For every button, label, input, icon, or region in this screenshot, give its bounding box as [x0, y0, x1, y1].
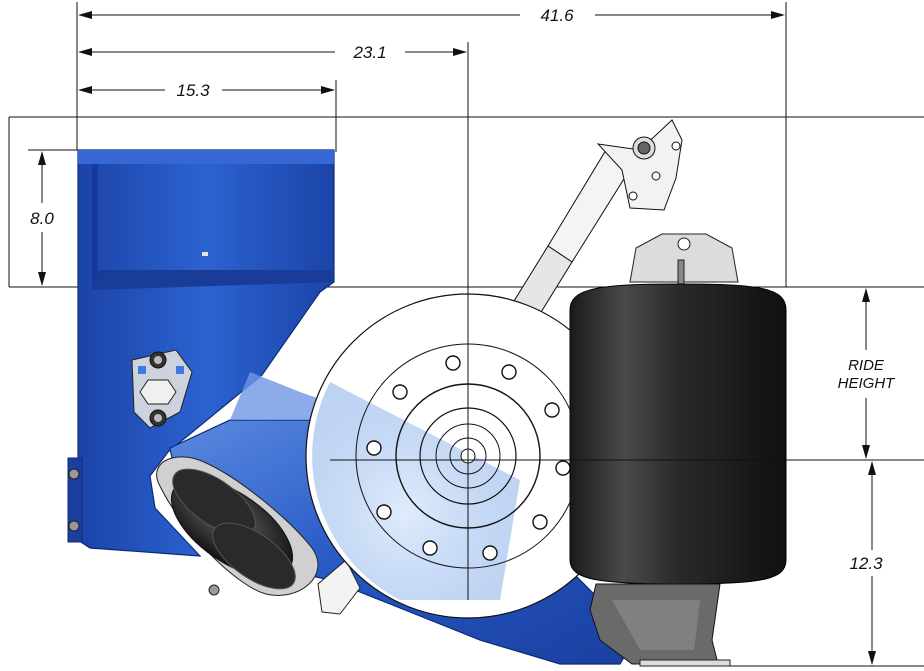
label-ride-height-2: HEIGHT: [838, 375, 897, 392]
axle-centerline: [330, 290, 924, 600]
air-spring: [569, 233, 787, 667]
label-axle-position: 23.1: [352, 43, 386, 62]
pivot-bushing: [156, 456, 361, 615]
dimension-axle-to-ground: [868, 461, 876, 665]
label-ride-height-1: RIDE: [848, 357, 885, 374]
dimension-ride-height: [862, 288, 870, 459]
label-hanger-width: 15.3: [176, 81, 210, 100]
dimension-axle-position: [78, 48, 467, 56]
label-overall-length: 41.6: [540, 6, 574, 25]
dimension-hanger-width: [78, 86, 335, 94]
lug-nut-holes: [366, 355, 571, 561]
label-hanger-height: 8.0: [30, 209, 54, 228]
dimension-overall-length: [78, 11, 785, 19]
label-axle-to-ground: 12.3: [849, 554, 883, 573]
hanger-bracket: [67, 149, 335, 557]
dimension-hanger-height: [38, 151, 46, 286]
